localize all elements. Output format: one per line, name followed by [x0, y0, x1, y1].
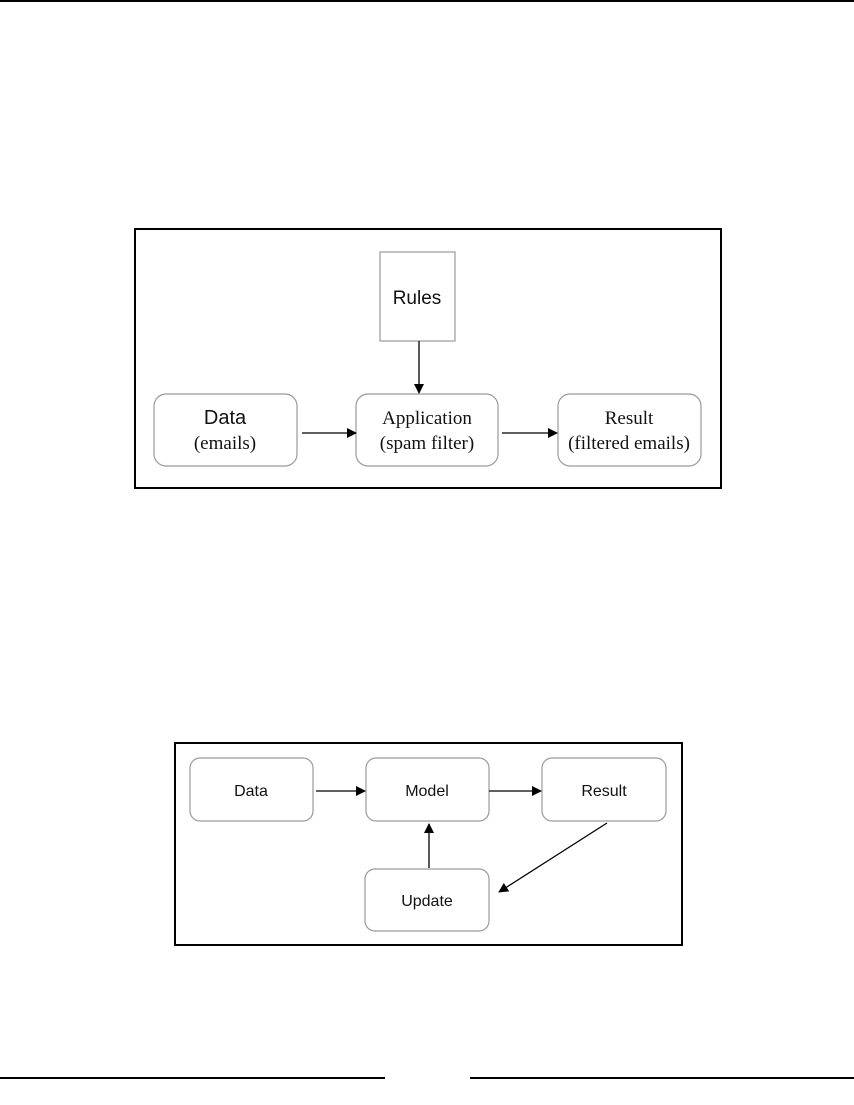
- header-rule: [0, 0, 854, 2]
- node-rules: Rules: [379, 251, 456, 342]
- node-application-title: Application: [382, 408, 472, 429]
- node-result-title: Result: [605, 408, 654, 429]
- node-data-label: Data: [234, 783, 268, 800]
- node-result-label: Result: [581, 783, 627, 800]
- node-application-subtitle: (spam filter): [380, 433, 474, 454]
- node-data: Data (emails): [153, 393, 298, 467]
- diagram-rule-based: Rules Data (emails) Application (spam fi…: [153, 251, 702, 467]
- diagram-rule-based-frame: Rules Data (emails) Application (spam fi…: [134, 228, 722, 489]
- arrow-result-to-update: [498, 822, 608, 893]
- diagram-ml-loop: Data Model Result Update: [189, 757, 667, 932]
- node-result: Result (filtered emails): [557, 393, 702, 467]
- node-model-label: Model: [405, 783, 449, 800]
- node-data-title: Data: [204, 407, 247, 429]
- node-result-subtitle: (filtered emails): [568, 433, 690, 454]
- footer-rule-left: [0, 1077, 385, 1079]
- node-rules-label: Rules: [393, 288, 442, 309]
- node-application: Application (spam filter): [355, 393, 499, 467]
- footer-rule-right: [470, 1077, 854, 1079]
- node-data-subtitle: (emails): [194, 433, 256, 454]
- node-update-label: Update: [401, 893, 453, 910]
- diagram-ml-loop-frame: Data Model Result Update: [174, 742, 683, 946]
- node-model: Model: [365, 757, 490, 822]
- node-update: Update: [364, 868, 490, 932]
- node-data: Data: [189, 757, 314, 822]
- node-result: Result: [541, 757, 667, 822]
